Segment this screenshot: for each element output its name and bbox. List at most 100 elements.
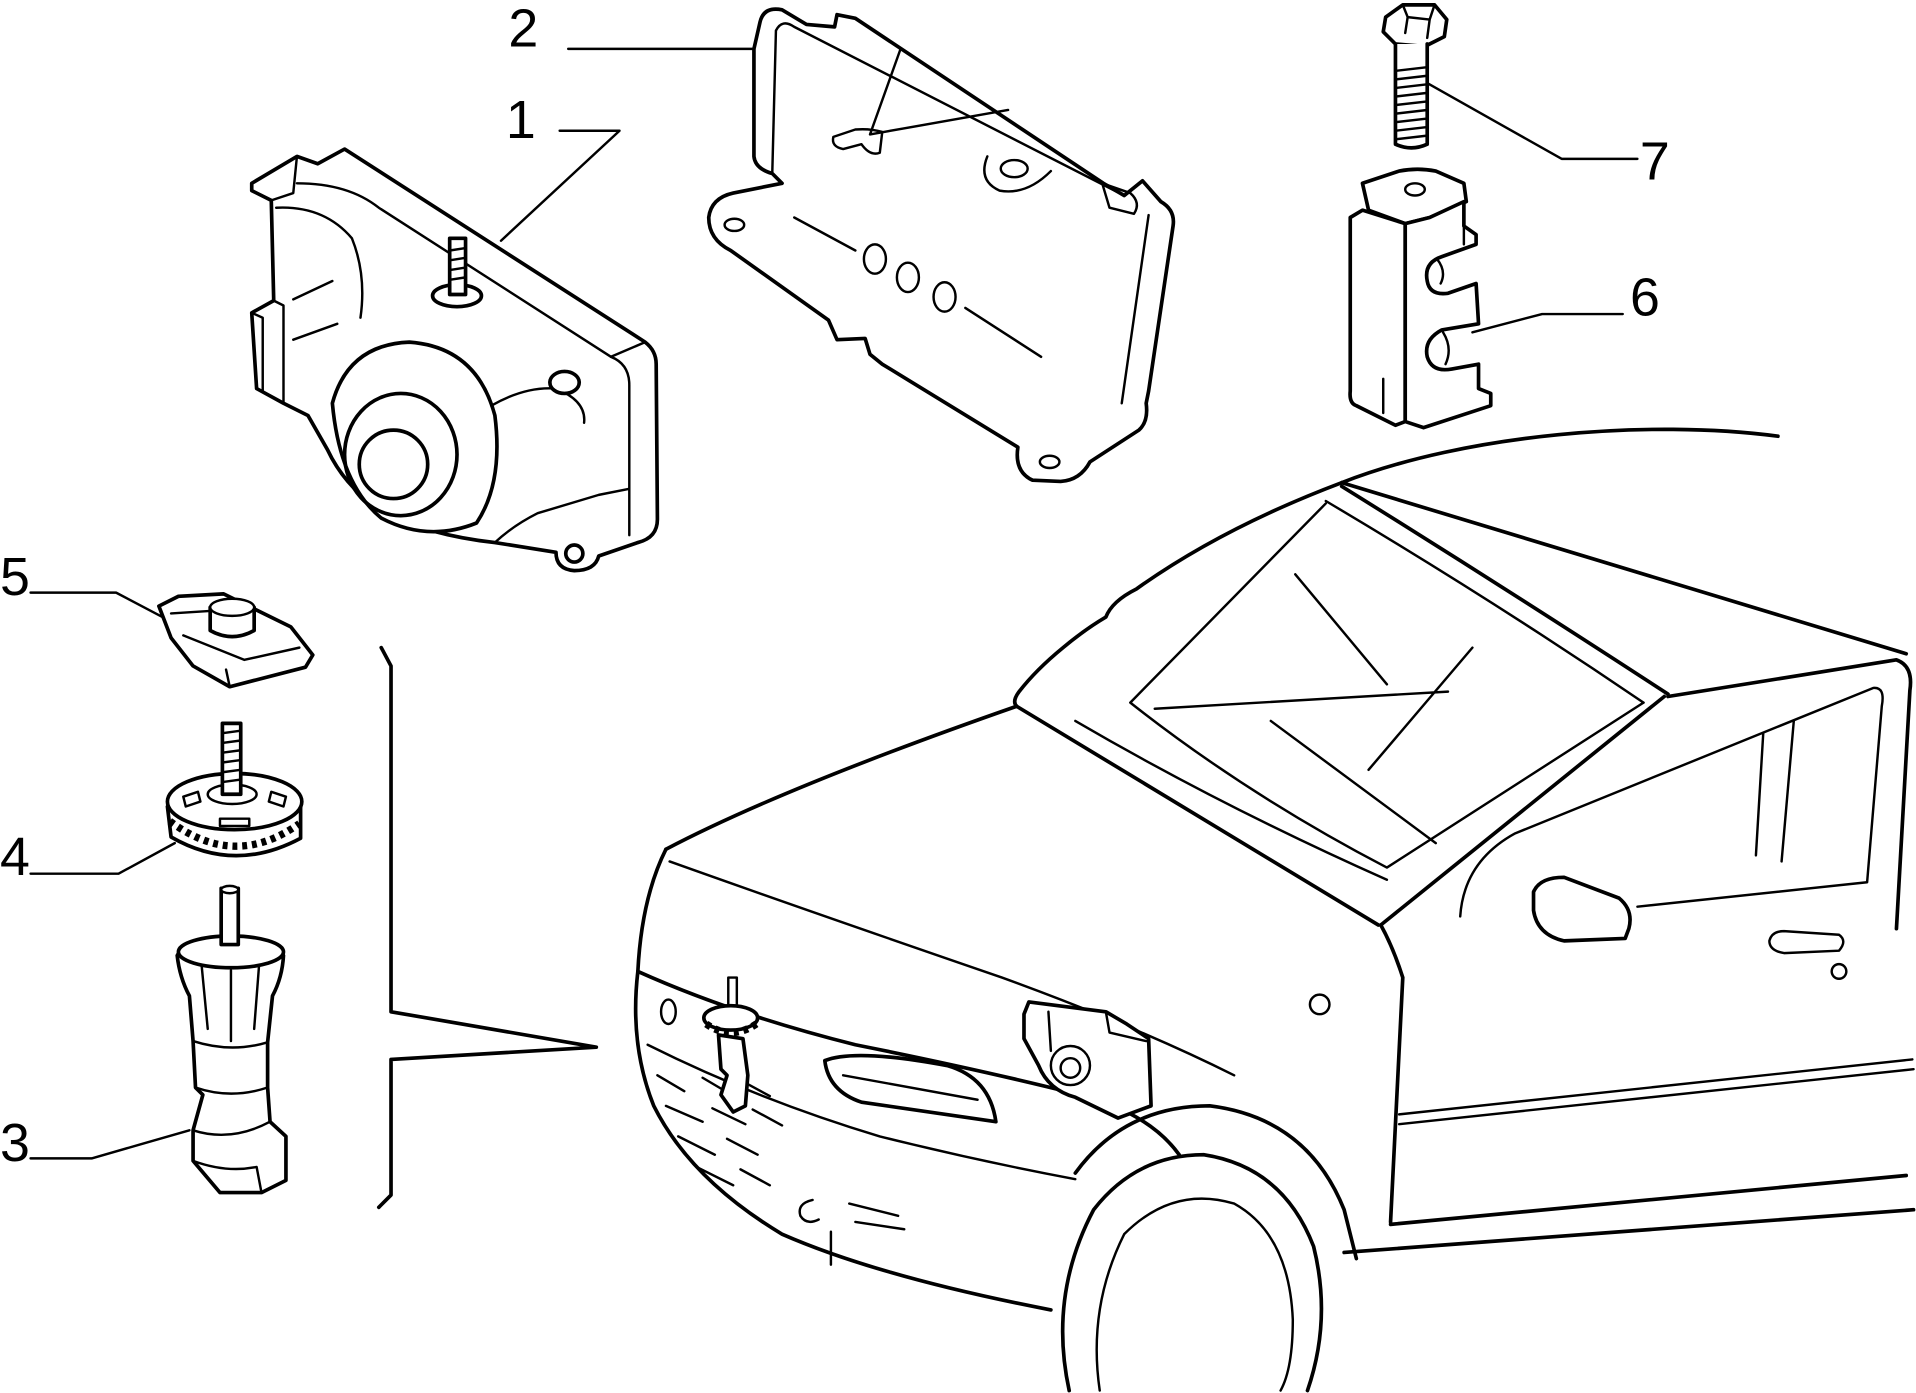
block-hole [1404, 182, 1426, 197]
bracket-oval-hole-3 [932, 281, 957, 313]
leader-line-1 [499, 129, 621, 242]
bracket-panel-lines [793, 213, 1150, 405]
vehicle-cowl [1014, 704, 1381, 927]
vehicle-fender [1378, 923, 1405, 1224]
siren-top-edge [295, 182, 647, 359]
callout-5: 5 [0, 547, 30, 607]
leader-line-5 [29, 591, 164, 619]
block-side-face [1403, 199, 1493, 430]
adjuster-ribs [200, 964, 261, 1043]
block-slot-details [1382, 224, 1466, 415]
leader-line-6 [1471, 312, 1624, 334]
bracket-tab-edge [771, 22, 1126, 197]
siren-side-edge [609, 355, 631, 537]
vehicle-rocker [1342, 1173, 1916, 1255]
siren-part [249, 147, 660, 573]
installed-siren-horn-center [1059, 1056, 1082, 1079]
bracket-outline [706, 7, 1176, 484]
vehicle-a-pillar-inner [1324, 499, 1645, 704]
bracket-fold [868, 47, 1010, 136]
bracket-lug [983, 155, 1053, 193]
vehicle-hood-front [636, 847, 668, 974]
vehicle-roof-front [1012, 480, 1344, 709]
vehicle-tire-inner [1095, 1197, 1295, 1392]
siren-stud-threads [448, 246, 467, 282]
bolt-part [1381, 3, 1449, 150]
bracket-hole-left [723, 217, 746, 233]
siren-bottom-boss [563, 543, 585, 564]
bracket-oval-hole-2 [895, 261, 921, 294]
callout-6: 6 [1630, 267, 1660, 327]
vehicle-cowl-inner [1074, 719, 1389, 882]
block-front-face [1348, 208, 1408, 428]
vehicle-fog-lamp [798, 1198, 906, 1266]
location-pointer [376, 645, 599, 1210]
bracket-slot [831, 127, 884, 155]
vehicle-roof [1339, 427, 1780, 485]
vehicle-lock [1830, 962, 1848, 980]
bolt-threads [1394, 65, 1429, 141]
vehicle-headlight-inner [841, 1074, 979, 1101]
vehicle-pillar-base [1378, 694, 1667, 927]
leader-line-4 [29, 841, 176, 875]
vehicle-wheel-arch [1073, 1104, 1359, 1261]
vehicle-roof-rail [1339, 480, 1909, 656]
siren-cover-lines [274, 206, 364, 341]
bolt-head [1381, 3, 1449, 49]
bolt-head-facets [1401, 3, 1436, 40]
vehicle-door-marker [1308, 993, 1331, 1016]
mounting-bracket-part [706, 7, 1176, 484]
callout-4: 4 [0, 827, 30, 887]
installed-adjuster-teeth [704, 1020, 759, 1037]
adjuster-bands [191, 1039, 272, 1194]
vehicle-window-lines [1754, 719, 1796, 863]
vehicle-molding [1397, 1058, 1915, 1126]
leader-lines [29, 47, 1639, 1160]
callout-1: 1 [506, 90, 536, 150]
vehicle-outline [633, 427, 1916, 1393]
knob-teeth [167, 818, 302, 850]
installed-siren-detail [1047, 1010, 1148, 1053]
clip-plate [157, 592, 315, 689]
vehicle-hood-vent [659, 998, 677, 1026]
adjuster-part [175, 884, 288, 1195]
vehicle-mirror [1531, 875, 1632, 943]
siren-stud [447, 236, 468, 297]
vehicle-hood-crease [668, 860, 1236, 1077]
installed-siren-horn [1049, 1044, 1092, 1087]
siren-horn-center [357, 428, 430, 501]
clip-dome-top [208, 597, 256, 618]
callout-7: 7 [1640, 132, 1670, 192]
siren-horn-ring [342, 391, 459, 518]
spacer-block-part [1348, 167, 1493, 430]
knob-windows [182, 790, 288, 828]
leader-line-7 [1425, 81, 1639, 161]
clip-plate-edges [169, 609, 301, 688]
vehicle-windshield-reflections [1153, 573, 1474, 845]
installed-adjuster-knob [702, 1003, 760, 1032]
clip-nut-part [157, 592, 315, 689]
installed-adjuster-body [716, 1033, 750, 1114]
adjuster-stud-tip [219, 884, 240, 895]
callout-3: 3 [0, 1113, 30, 1173]
bracket-oval-hole-1 [862, 243, 888, 275]
vehicle-hood-edge [664, 704, 1019, 852]
knob-stud-threads [221, 729, 242, 784]
vehicle-a-pillar [1339, 484, 1670, 696]
adjuster-stud [219, 886, 241, 947]
vehicle-bumper [633, 969, 1053, 1312]
vehicle-door-handle [1768, 929, 1845, 955]
vehicle-door-frame [1666, 658, 1913, 931]
bracket-hole-lower [1038, 454, 1061, 470]
installed-siren [1022, 1000, 1153, 1120]
vehicle-windshield [1129, 502, 1645, 869]
siren-boss [548, 369, 582, 396]
vehicle-tire [1060, 1152, 1324, 1393]
siren-connector-lines [250, 155, 299, 405]
vehicle-bumper-line [646, 1043, 1077, 1181]
bracket-hole-upper [999, 158, 1029, 179]
leader-line-3 [29, 1129, 191, 1160]
vehicle-grille-slots [656, 1074, 784, 1187]
callout-2: 2 [508, 0, 538, 58]
